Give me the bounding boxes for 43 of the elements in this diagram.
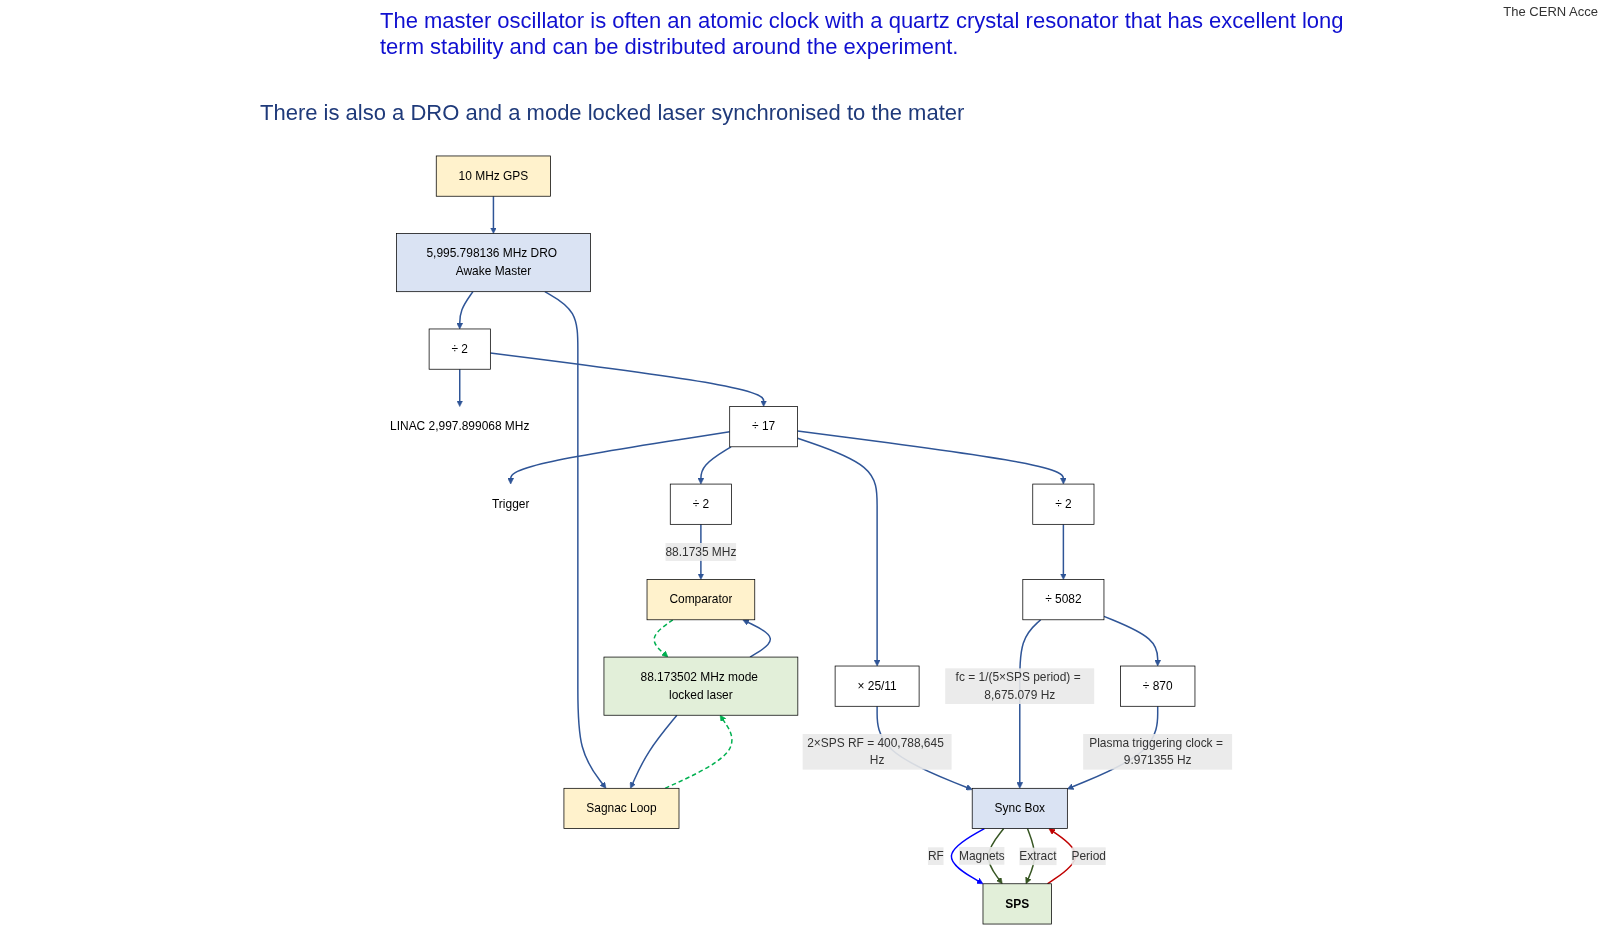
header-text: The CERN Acce xyxy=(1503,4,1598,19)
edge-label: fc = 1/(5×SPS period) = 8,675.079 Hz xyxy=(955,670,1081,702)
edge-label: Period xyxy=(1071,849,1106,863)
edge-label: Plasma triggering clock = 9.971355 Hz xyxy=(1089,736,1223,767)
arrow xyxy=(1103,615,1161,667)
node-box: Sync Box xyxy=(971,787,1068,829)
edge-label: 88.1735 MHz xyxy=(665,545,737,558)
node-box: ÷ 17 xyxy=(729,406,798,448)
node-box: ÷ 870 xyxy=(1120,665,1196,707)
arrow xyxy=(629,714,678,789)
arrow xyxy=(796,430,1067,485)
node-box: ÷ 2 xyxy=(1032,483,1095,525)
node-text: Trigger xyxy=(492,497,530,511)
arrow xyxy=(950,827,986,885)
note-text: The master oscillator is often an atomic clock with a quartz crystal resonator that has excellent long term stability and can be distributed around the experiment. xyxy=(380,8,1345,60)
arrow xyxy=(1060,523,1067,580)
arrow xyxy=(664,714,733,790)
node-box: × 25/11 xyxy=(834,665,920,707)
edge-label: Magnets xyxy=(959,849,1005,862)
edge-label: RF xyxy=(927,849,944,863)
note-text: There is also a DRO and a mode locked laser synchronised to the mater xyxy=(260,100,965,126)
arrow xyxy=(544,290,607,789)
arrow xyxy=(456,368,463,407)
node-box: 5,995.798136 MHz DRO Awake Master xyxy=(396,233,591,293)
node-box: Sagnac Loop xyxy=(563,787,680,829)
node-box: ÷ 2 xyxy=(428,328,491,370)
arrow xyxy=(490,195,497,234)
node-box: 88.173502 MHz mode locked laser xyxy=(603,656,799,716)
arrow xyxy=(653,619,674,658)
arrow xyxy=(697,446,732,485)
node-box: ÷ 5082 xyxy=(1022,579,1105,621)
edge-label: Extract xyxy=(1019,849,1057,863)
edge-label: 2×SPS RF = 400,788,645 Hz xyxy=(807,736,944,767)
node-box: ÷ 2 xyxy=(669,483,732,525)
arrow xyxy=(507,431,731,485)
arrow xyxy=(796,437,881,667)
arrow xyxy=(489,352,767,407)
node-box: Comparator xyxy=(646,579,756,621)
node-text: LINAC 2,997.899068 MHz xyxy=(390,419,530,433)
node-box: SPS xyxy=(982,883,1052,925)
arrow xyxy=(456,290,474,330)
node-box: 10 MHz GPS xyxy=(435,155,551,197)
arrow xyxy=(742,619,772,658)
